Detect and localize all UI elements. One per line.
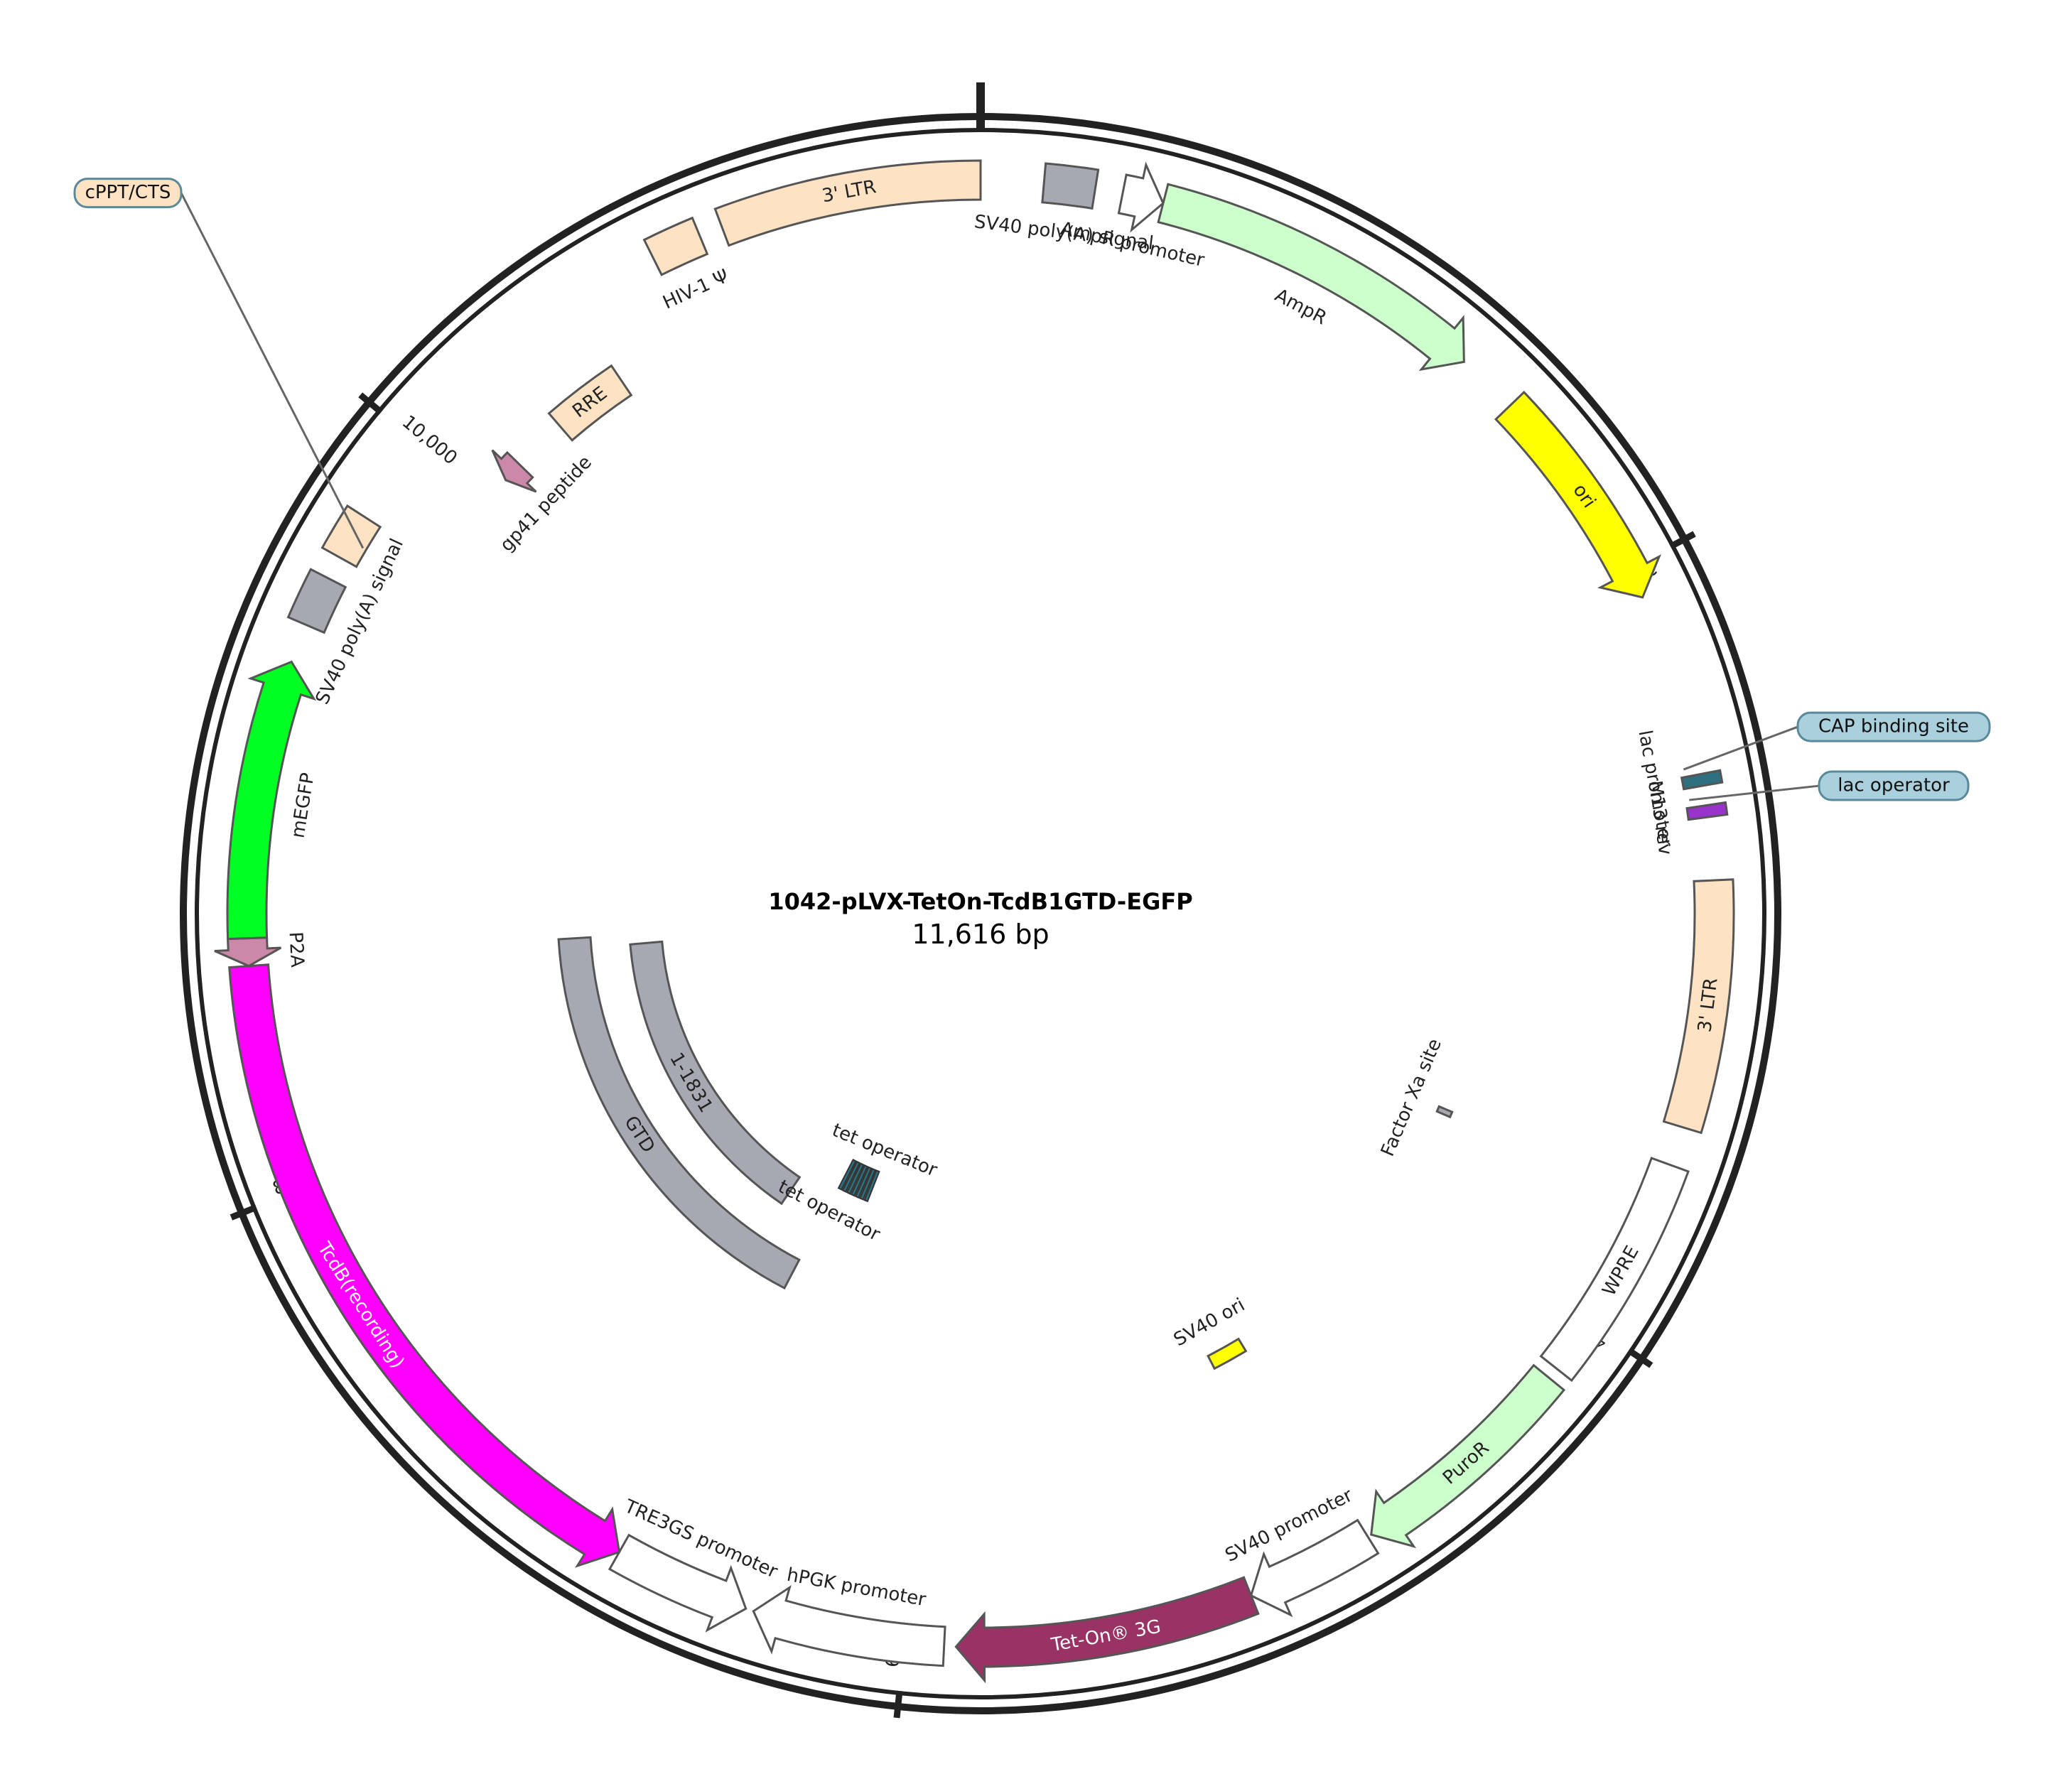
callout-cppt-cts[interactable]	[73, 178, 183, 209]
label-hiv-1: HIV-1 Ψ	[660, 266, 733, 314]
feature-ampr-promoter[interactable]	[1117, 161, 1165, 233]
feature-hiv-1[interactable]	[642, 216, 709, 276]
callout-label: CAP binding site	[1818, 716, 1969, 737]
plasmid-length: 11,616 bp	[912, 919, 1049, 950]
feature-factor-xa-site[interactable]	[1435, 1105, 1454, 1119]
callout-label: cPPT/CTS	[85, 182, 171, 203]
feature-sv40-poly-a-signal[interactable]	[1041, 162, 1100, 210]
label-hpgk-promoter: hPGK promoter	[785, 1564, 928, 1611]
label-p2a: P2A	[285, 931, 308, 968]
feature-feature[interactable]	[320, 504, 382, 568]
feature-megfp[interactable]	[226, 660, 317, 941]
tick-mark	[1668, 531, 1696, 550]
feature-tcdb-recording[interactable]	[228, 963, 621, 1568]
tet-operator-unit[interactable]	[841, 1160, 861, 1193]
feature-3-ltr[interactable]	[1662, 878, 1735, 1135]
label-tet-operator: tet operator	[829, 1120, 941, 1182]
feature-sv40-poly-a-signal[interactable]	[286, 568, 347, 634]
tet-operator-unit[interactable]	[854, 1166, 873, 1199]
label-ampr: AmpR	[1271, 285, 1330, 330]
plasmid-name: 1042-pLVX-TetOn-TcdB1GTD-EGFP	[768, 888, 1192, 915]
tet-operator-unit[interactable]	[837, 1158, 857, 1191]
tick-mark	[230, 1204, 258, 1221]
feature-p2a[interactable]	[214, 936, 282, 968]
feature-1-1831[interactable]	[629, 940, 802, 1206]
feature-rre[interactable]	[547, 364, 633, 442]
feature-tet-on-3g[interactable]	[954, 1576, 1260, 1684]
callout-leader	[1689, 784, 1820, 801]
tet-operator-unit[interactable]	[850, 1164, 869, 1197]
feature-sv40-ori[interactable]	[1207, 1337, 1248, 1370]
tick-mark	[358, 392, 384, 415]
tick-mark	[1626, 1347, 1653, 1368]
feature-gtd[interactable]	[557, 936, 801, 1290]
feature-tre3gs-promoter[interactable]	[608, 1533, 748, 1633]
feature-layer	[214, 159, 1735, 1684]
callout-lac-operator[interactable]	[1818, 770, 1970, 801]
feature-hpgk-promoter[interactable]	[752, 1584, 946, 1667]
label-megfp: mEGFP	[287, 772, 318, 840]
tick-mark	[893, 1690, 903, 1719]
label-m13-rev: M13 rev	[1644, 779, 1676, 856]
tet-operator-unit[interactable]	[859, 1167, 877, 1201]
feature-ori[interactable]	[1494, 390, 1662, 599]
label-factor-xa-site: Factor Xa site	[1377, 1036, 1446, 1159]
label-tcdb-recording: TcdB(recording)	[313, 1238, 409, 1372]
tick-label: 10,000	[398, 411, 461, 469]
center-title: 1042-pLVX-TetOn-TcdB1GTD-EGFP 11,616 bp	[768, 888, 1192, 950]
feature-gp41-peptide[interactable]	[491, 449, 537, 493]
tet-operator-unit[interactable]	[863, 1169, 880, 1203]
callout-label: lac operator	[1838, 775, 1950, 796]
feature-ampr[interactable]	[1157, 183, 1465, 372]
feature-sv40-promoter[interactable]	[1249, 1518, 1380, 1618]
feature-puror[interactable]	[1370, 1363, 1566, 1549]
feature-3-ltr[interactable]	[713, 159, 982, 247]
callout-leader	[1683, 725, 1798, 771]
tet-operator-unit[interactable]	[846, 1162, 865, 1195]
callout-leader	[180, 192, 365, 549]
feature-m13-rev[interactable]	[1685, 801, 1729, 821]
callout-cap-binding-site[interactable]	[1796, 711, 1991, 742]
feature-wpre[interactable]	[1539, 1157, 1690, 1383]
feature-lac-promoter[interactable]	[1680, 769, 1724, 791]
